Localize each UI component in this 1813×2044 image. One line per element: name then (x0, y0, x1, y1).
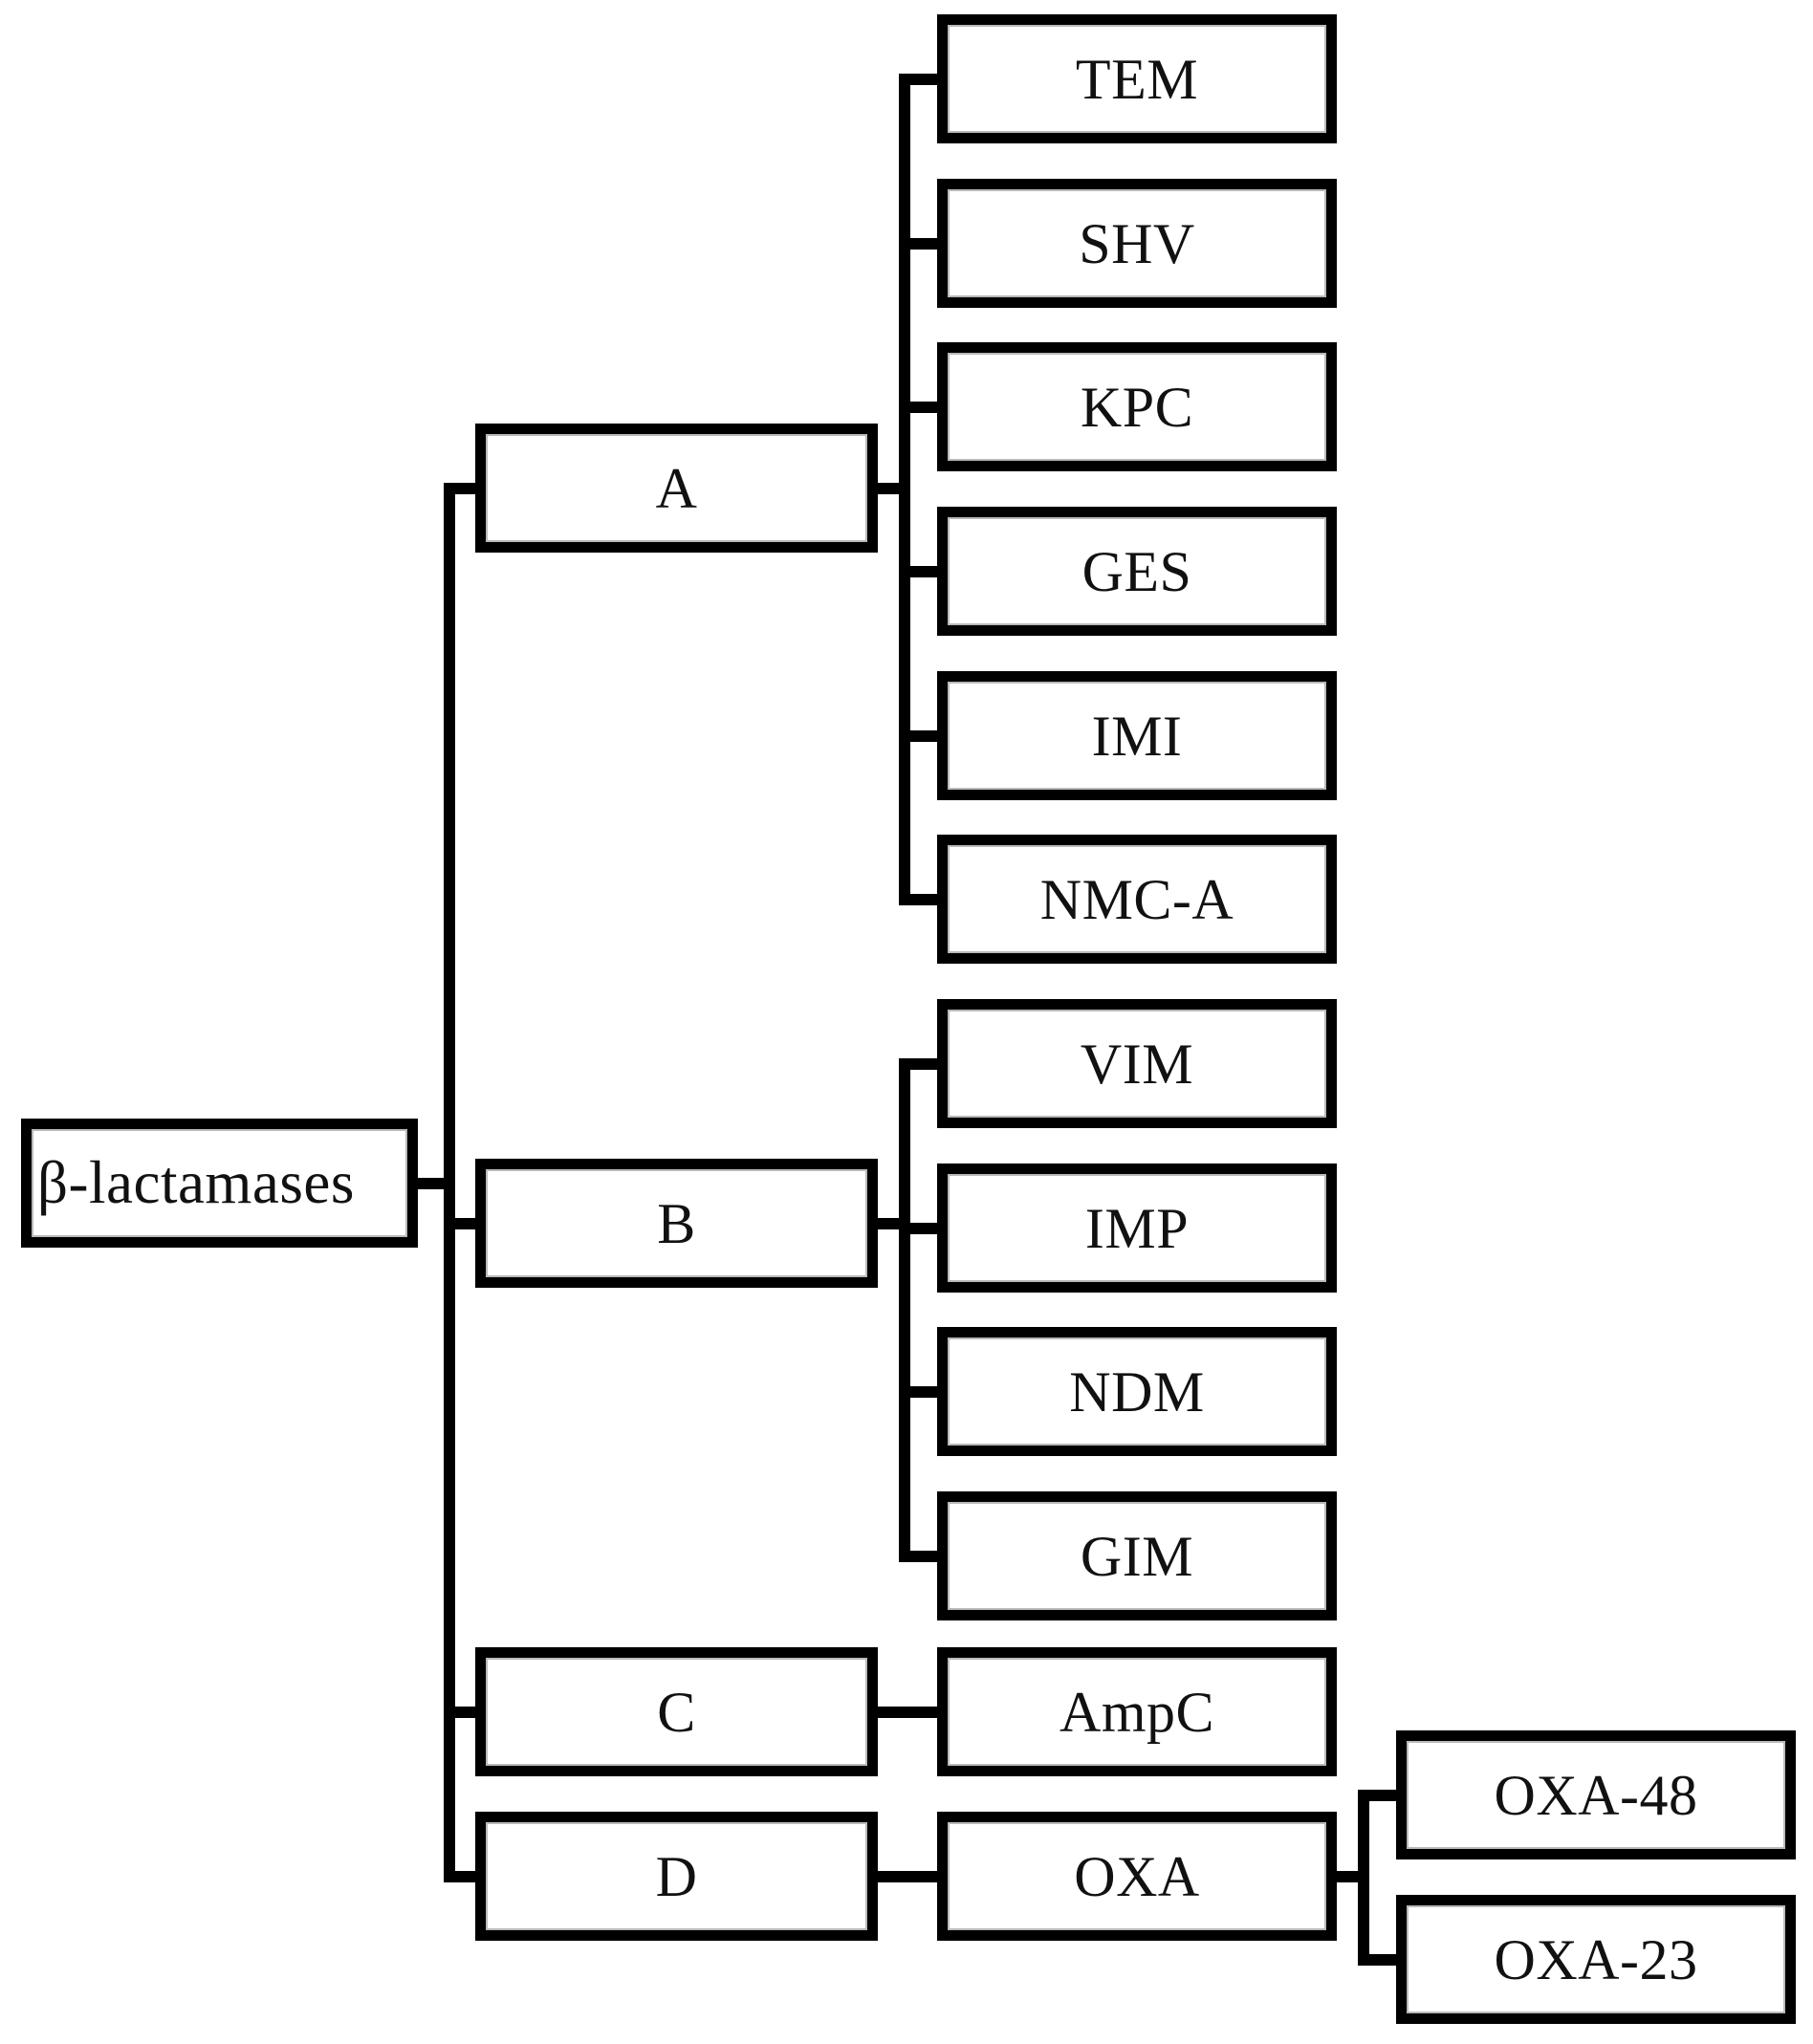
node-class-a[interactable]: A (475, 424, 878, 553)
node-oxa[interactable]: OXA (937, 1812, 1337, 1941)
node-tem[interactable]: TEM (937, 14, 1337, 143)
node-class-c[interactable]: C (475, 1647, 878, 1776)
node-ges-inner: GES (948, 517, 1326, 625)
node-oxa-48-label: OXA-48 (1494, 1763, 1698, 1827)
node-kpc[interactable]: KPC (937, 342, 1337, 471)
node-nmc-a-label: NMC-A (1039, 867, 1234, 931)
node-gim-inner: GIM (948, 1502, 1326, 1610)
node-vim-inner: VIM (948, 1010, 1326, 1118)
node-ndm-inner: NDM (948, 1337, 1326, 1446)
node-class-d-inner: D (486, 1822, 867, 1930)
node-kpc-label: KPC (1080, 375, 1194, 439)
node-nmc-a-inner: NMC-A (948, 845, 1326, 953)
node-kpc-inner: KPC (948, 353, 1326, 461)
node-class-a-inner: A (486, 434, 867, 542)
node-ges-label: GES (1081, 539, 1192, 603)
node-imi-inner: IMI (948, 682, 1326, 790)
node-class-d-label: D (655, 1844, 698, 1908)
node-nmc-a[interactable]: NMC-A (937, 835, 1337, 964)
node-tem-inner: TEM (948, 25, 1326, 133)
node-root-label: β-lactamases (37, 1149, 355, 1216)
node-ampc-inner: AmpC (948, 1658, 1326, 1766)
node-class-b[interactable]: B (475, 1159, 878, 1288)
node-ndm[interactable]: NDM (937, 1327, 1337, 1456)
node-oxa-label: OXA (1074, 1844, 1200, 1908)
node-oxa-48[interactable]: OXA-48 (1396, 1730, 1796, 1859)
node-imp-inner: IMP (948, 1174, 1326, 1282)
node-imi-label: IMI (1091, 704, 1183, 768)
node-class-c-inner: C (486, 1658, 867, 1766)
node-class-a-label: A (655, 456, 698, 520)
node-shv-inner: SHV (948, 189, 1326, 297)
node-shv-label: SHV (1079, 211, 1195, 275)
node-imp-label: IMP (1084, 1196, 1190, 1260)
node-gim-label: GIM (1080, 1524, 1194, 1588)
node-ndm-label: NDM (1069, 1359, 1205, 1424)
node-shv[interactable]: SHV (937, 179, 1337, 308)
node-imp[interactable]: IMP (937, 1163, 1337, 1293)
node-class-c-label: C (657, 1680, 696, 1744)
node-oxa-inner: OXA (948, 1822, 1326, 1930)
node-root[interactable]: β-lactamases (21, 1119, 418, 1248)
node-ampc[interactable]: AmpC (937, 1647, 1337, 1776)
node-class-b-label: B (657, 1191, 696, 1255)
node-ges[interactable]: GES (937, 507, 1337, 636)
node-vim[interactable]: VIM (937, 999, 1337, 1128)
node-oxa-23-inner: OXA-23 (1407, 1905, 1785, 2013)
node-imi[interactable]: IMI (937, 671, 1337, 800)
node-root-inner: β-lactamases (32, 1129, 407, 1237)
node-oxa-23[interactable]: OXA-23 (1396, 1895, 1796, 2024)
node-oxa-23-label: OXA-23 (1494, 1927, 1698, 1991)
node-class-b-inner: B (486, 1169, 867, 1277)
node-tem-label: TEM (1075, 47, 1199, 111)
node-vim-label: VIM (1080, 1032, 1194, 1096)
node-class-d[interactable]: D (475, 1812, 878, 1941)
node-oxa-48-inner: OXA-48 (1407, 1741, 1785, 1849)
node-ampc-label: AmpC (1059, 1680, 1215, 1744)
node-gim[interactable]: GIM (937, 1491, 1337, 1620)
